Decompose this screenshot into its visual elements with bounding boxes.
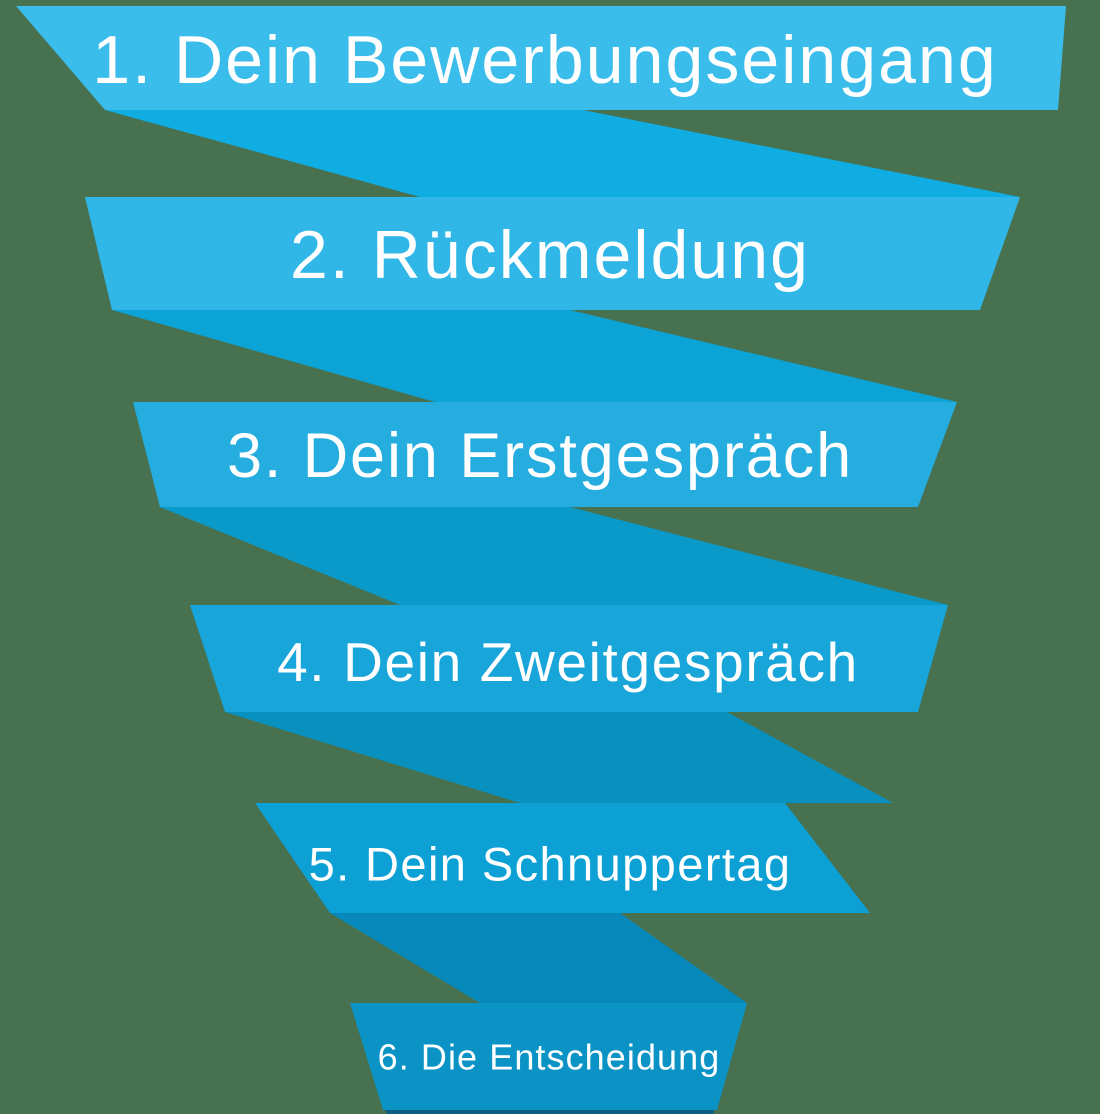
step-3-banner bbox=[133, 402, 957, 507]
step-1-banner bbox=[16, 6, 1066, 110]
step-3-label: 3. Dein Erstgespräch bbox=[227, 421, 853, 491]
connector-step3-step4 bbox=[160, 507, 948, 605]
funnel-step-2: 2. Rückmeldung bbox=[85, 197, 1020, 310]
connector-step2-step3 bbox=[112, 310, 957, 402]
connector-step1-step2 bbox=[105, 110, 1020, 197]
funnel-step-4: 4. Dein Zweitgespräch bbox=[190, 605, 948, 712]
funnel-step-1: 1. Dein Bewerbungseingang bbox=[16, 6, 1066, 110]
step-2-label: 2. Rückmeldung bbox=[290, 217, 810, 293]
funnel-step-3: 3. Dein Erstgespräch bbox=[133, 402, 957, 507]
step-6-label: 6. Die Entscheidung bbox=[378, 1037, 721, 1078]
step-1-label: 1. Dein Bewerbungseingang bbox=[92, 22, 997, 98]
step-6-banner bbox=[350, 1003, 747, 1110]
step-4-label: 4. Dein Zweitgespräch bbox=[277, 631, 859, 693]
connector-step4-step5 bbox=[225, 712, 893, 803]
step-4-banner bbox=[190, 605, 948, 712]
connector-step5-step6 bbox=[330, 913, 747, 1003]
step-2-banner bbox=[85, 197, 1020, 310]
funnel-connectors bbox=[105, 110, 1020, 1114]
step-5-banner bbox=[255, 803, 870, 913]
funnel-step-5: 5. Dein Schnuppertag bbox=[255, 803, 870, 913]
step-5-label: 5. Dein Schnuppertag bbox=[309, 838, 792, 891]
funnel-step-6: 6. Die Entscheidung bbox=[350, 1003, 747, 1110]
